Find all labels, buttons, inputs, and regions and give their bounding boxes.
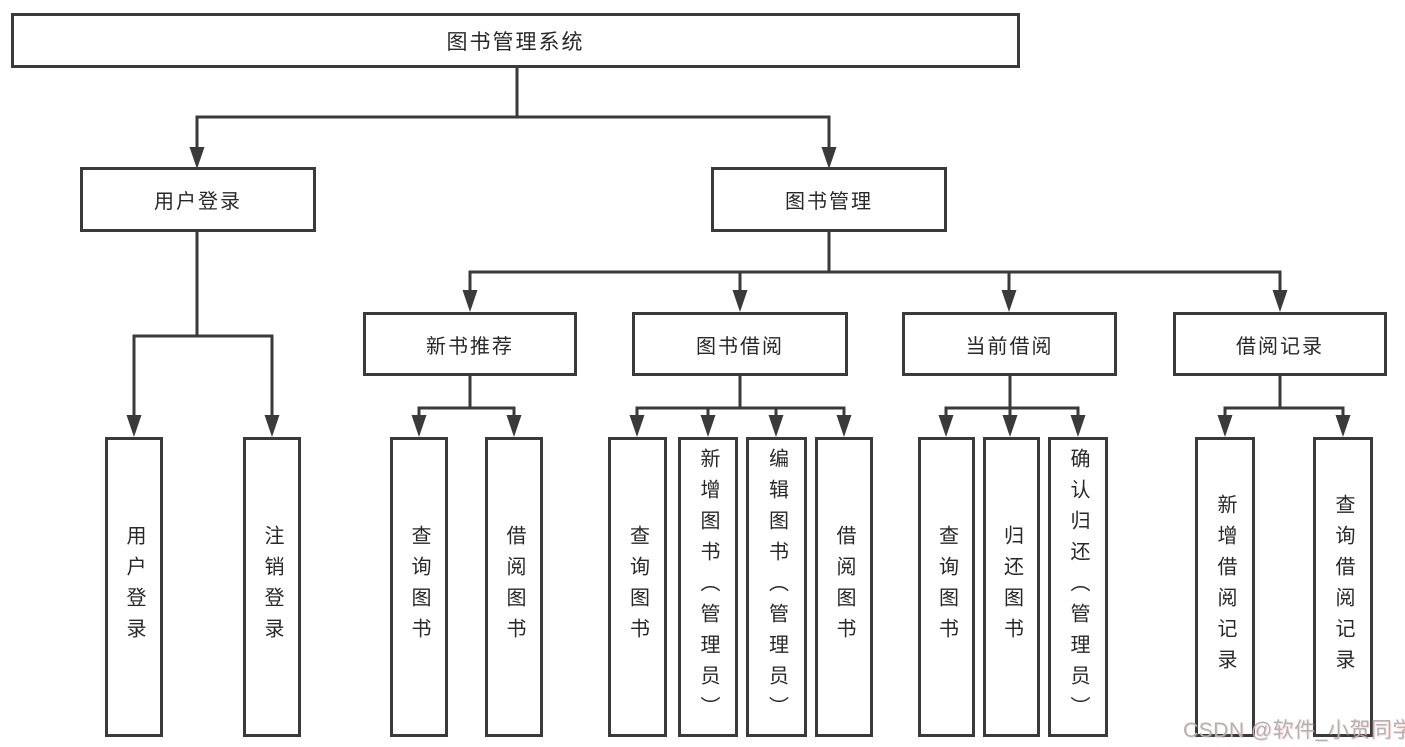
- node-borrow-records-label: 借阅记录: [1236, 335, 1324, 358]
- node-cur-query-books: 查询图书: [918, 437, 975, 737]
- node-lend-books-label: 借阅图书: [833, 525, 855, 649]
- node-book-borrowing: 图书借阅: [632, 312, 848, 376]
- node-current-borrowing-label: 当前借阅: [965, 335, 1054, 358]
- node-add-borrow-record: 新增借阅记录: [1195, 437, 1255, 737]
- node-rec-query-books: 查询图书: [390, 437, 448, 737]
- node-borrow-records: 借阅记录: [1173, 312, 1387, 376]
- node-borrow-query-books-label: 查询图书: [626, 525, 649, 649]
- node-query-borrow-record-label: 查询借阅记录: [1332, 494, 1354, 680]
- node-book-borrowing-label: 图书借阅: [696, 335, 784, 358]
- node-user-login-leaf-label: 用户登录: [123, 525, 145, 649]
- node-root: 图书管理系统: [11, 13, 1020, 68]
- node-edit-books-admin-label: 编辑图书（管理员）: [765, 447, 788, 727]
- node-rec-borrow-books: 借阅图书: [485, 437, 543, 737]
- node-user-login: 用户登录: [80, 167, 316, 232]
- node-edit-books-admin: 编辑图书（管理员）: [746, 437, 807, 737]
- node-book-management-label: 图书管理: [785, 191, 873, 213]
- edge-rec-branch: [417, 406, 516, 423]
- node-logout-label: 注销登录: [261, 525, 283, 649]
- node-rec-query-books-label: 查询图书: [408, 525, 430, 649]
- node-user-login-leaf: 用户登录: [105, 437, 163, 737]
- node-borrow-query-books: 查询图书: [608, 437, 667, 737]
- node-root-label: 图书管理系统: [446, 30, 585, 54]
- node-rec-borrow-books-label: 借阅图书: [503, 525, 525, 649]
- node-confirm-return-admin-label: 确认归还（管理员）: [1067, 447, 1089, 727]
- node-confirm-return-admin: 确认归还（管理员）: [1048, 437, 1108, 737]
- arrowheads: [126, 147, 1351, 437]
- node-book-management: 图书管理: [711, 167, 947, 232]
- edge-mgmt-branch: [468, 270, 1282, 297]
- edge-records-branch: [1223, 406, 1345, 423]
- node-cur-query-books-label: 查询图书: [935, 525, 958, 649]
- node-return-books-label: 归还图书: [1000, 525, 1023, 649]
- edge-root-branch: [195, 115, 831, 153]
- edge-borrow-branch: [635, 406, 846, 423]
- node-logout: 注销登录: [243, 437, 301, 737]
- node-user-login-label: 用户登录: [154, 191, 242, 213]
- node-new-book-recommend-label: 新书推荐: [426, 335, 514, 358]
- node-add-borrow-record-label: 新增借阅记录: [1214, 494, 1236, 680]
- edge-login-branch: [132, 334, 274, 422]
- node-new-book-recommend: 新书推荐: [363, 312, 577, 376]
- node-query-borrow-record: 查询借阅记录: [1313, 437, 1373, 737]
- node-current-borrowing: 当前借阅: [902, 312, 1117, 376]
- csdn-watermark: CSDN @软件_小贺同学: [1183, 719, 1405, 742]
- node-add-books-admin-label: 新增图书（管理员）: [697, 447, 719, 727]
- node-lend-books: 借阅图书: [815, 437, 873, 737]
- node-return-books: 归还图书: [983, 437, 1040, 737]
- node-add-books-admin: 新增图书（管理员）: [678, 437, 738, 737]
